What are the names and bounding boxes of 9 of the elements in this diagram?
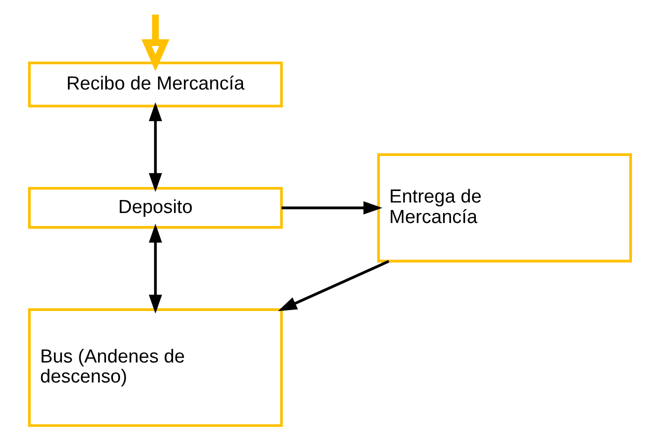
node-box: Bus (Andenes de descenso) [28, 308, 283, 427]
node-box: Entrega de Mercancía [377, 153, 632, 262]
arrow [278, 260, 390, 312]
node-box: Deposito [28, 186, 283, 229]
arrow [148, 102, 162, 192]
arrow [282, 201, 382, 214]
arrow [148, 224, 162, 314]
arrow [141, 14, 170, 72]
node-box: Recibo de Mercancía [28, 62, 283, 108]
